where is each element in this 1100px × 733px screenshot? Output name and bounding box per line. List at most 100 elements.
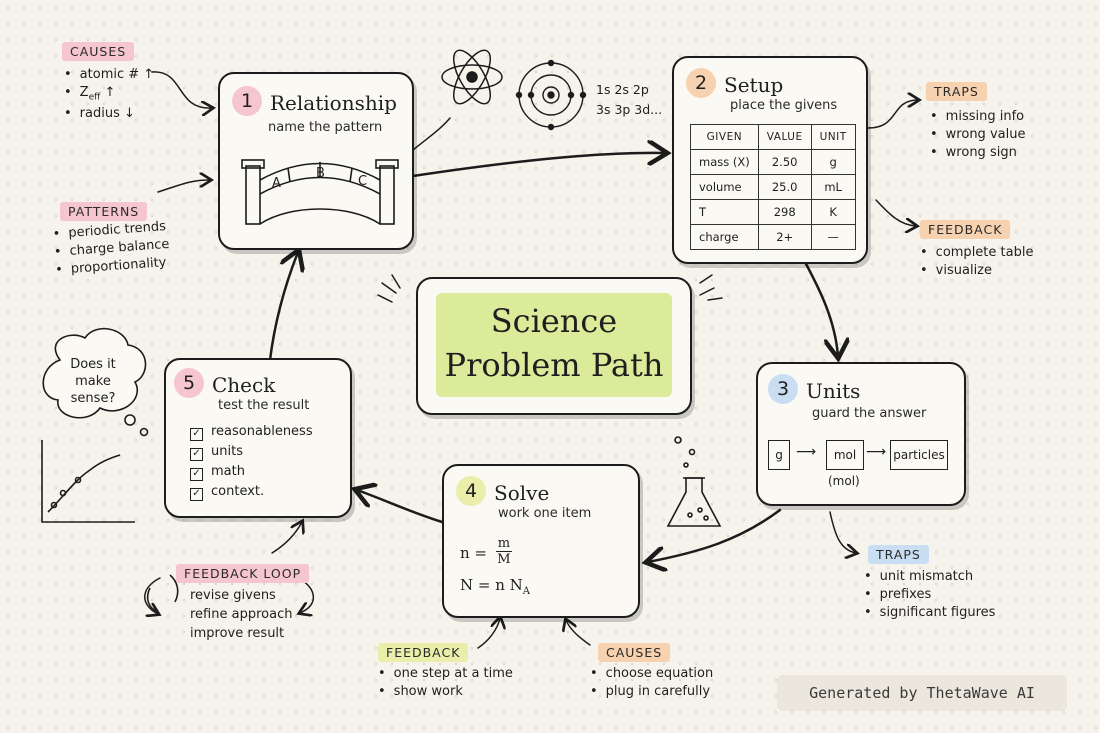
cycle-icon <box>146 574 179 613</box>
step-4-subtitle: work one item <box>498 506 592 521</box>
equation-lhs: n = <box>460 543 487 562</box>
list-item: prefixes <box>864 587 995 602</box>
traps-list-bottom: unit mismatch prefixes significant figur… <box>864 566 996 623</box>
table-row: charge 2+ — <box>690 224 856 250</box>
table-header-value: VALUE <box>757 124 812 150</box>
traps-tag-bottom: TRAPS <box>868 545 929 564</box>
feedback-tag: FEEDBACK <box>920 220 1011 239</box>
causes-list: atomic # ↑ Zeff ↑ radius ↓ <box>64 64 155 124</box>
table-cell: T <box>690 199 759 225</box>
traps-tag: TRAPS <box>926 82 987 101</box>
atom-icon <box>441 49 503 105</box>
step-1-number: 1 <box>232 86 262 116</box>
checkbox-checked-icon: ✓ <box>190 428 203 441</box>
step-2-card[interactable]: 2 Setup place the givens GIVEN VALUE UNIT… <box>672 56 868 264</box>
bridge-icon <box>241 159 399 225</box>
check-item[interactable]: ✓ math <box>190 464 313 481</box>
step-5-title: Check <box>212 372 276 397</box>
equation-particles-text: N = n N <box>460 576 523 594</box>
list-item: wrong value <box>930 127 1026 142</box>
equation-denominator: M <box>497 552 511 567</box>
checkbox-checked-icon: ✓ <box>190 468 203 481</box>
check-item-label: context. <box>211 484 265 499</box>
checkbox-checked-icon: ✓ <box>190 448 203 461</box>
arrow-2-to-3 <box>803 260 838 356</box>
check-item[interactable]: ✓units <box>190 444 313 461</box>
list-item: unit mismatch <box>864 569 995 584</box>
table-header-given: GIVEN <box>690 124 759 150</box>
step-3-title: Units <box>806 378 861 403</box>
checkbox-checked-icon: ✓ <box>190 488 203 501</box>
title-card: Science Problem Path <box>416 277 692 415</box>
graph-doodle <box>41 440 135 523</box>
unit-box-mol: mol <box>826 440 864 470</box>
step-2-title: Setup <box>724 72 784 97</box>
table-cell: g <box>810 149 856 175</box>
traps-list: missing info wrong value wrong sign <box>930 106 1026 163</box>
list-item: revise givens <box>190 588 276 603</box>
arrow-3-to-4 <box>648 508 782 562</box>
table-cell: K <box>810 199 856 225</box>
check-item[interactable]: ✓ context. <box>190 484 313 501</box>
table-header-unit: UNIT <box>810 124 856 150</box>
feedback-loop-tag: FEEDBACK LOOP <box>176 564 310 583</box>
list-item: complete table <box>920 245 1034 260</box>
check-item-label: math <box>211 464 245 479</box>
step-5-number: 5 <box>174 368 204 398</box>
step-4-number: 4 <box>456 476 486 506</box>
step-1-title: Relationship <box>270 90 397 115</box>
title-highlight <box>436 293 672 397</box>
table-row: T 298 K <box>690 199 856 225</box>
unit-box-grams: g <box>768 440 790 470</box>
list-item: refine approach <box>190 607 293 622</box>
bridge-label-b: B <box>316 166 325 181</box>
list-item: wrong sign <box>930 145 1025 160</box>
patterns-tag: PATTERNS <box>60 202 148 221</box>
causes-tag-bottom: CAUSES <box>598 643 671 662</box>
arrow-4-to-5 <box>357 490 444 524</box>
table-row: volume 25.0 mL <box>690 174 856 200</box>
feedback-list: complete table visualize <box>920 242 1034 281</box>
table-cell: mass (X) <box>690 149 759 175</box>
list-item: significant figures <box>864 605 996 620</box>
causes-list-bottom: choose equation plug in carefully <box>590 663 714 702</box>
list-item: improve result <box>190 626 285 641</box>
title-line-2: Problem Path <box>444 346 664 384</box>
list-item: plug in carefully <box>590 684 713 699</box>
arrow-right-icon: ⟶ <box>796 444 817 460</box>
equation-moles: n = m M <box>460 536 513 567</box>
check-item[interactable]: ✓ reasonableness <box>190 424 313 441</box>
step-3-subtitle: guard the answer <box>812 406 927 421</box>
table-row: mass (X) 2.50 g <box>690 149 856 175</box>
table-cell: 25.0 <box>757 174 812 200</box>
patterns-list: periodic trends charge balance proportio… <box>52 216 171 281</box>
page-title: Science Problem Path <box>418 299 690 387</box>
orbital-notation: 1s 2s 2p 3s 3p 3d... <box>596 82 663 117</box>
table-cell: charge <box>690 224 759 250</box>
step-2-number: 2 <box>686 68 716 98</box>
step-3-number: 3 <box>768 374 798 404</box>
causes-tag: CAUSES <box>62 42 135 61</box>
check-list: ✓ reasonableness ✓units ✓ math ✓ context. <box>190 420 313 504</box>
step-2-subtitle: place the givens <box>730 98 838 113</box>
list-item: missing info <box>930 109 1025 124</box>
equation-numerator: m <box>495 536 513 552</box>
arrow-1-to-2 <box>411 153 665 178</box>
bridge-label-c: C <box>358 174 368 189</box>
flask-icon <box>666 436 722 527</box>
feedback-tag-bottom: FEEDBACK <box>378 643 469 662</box>
step-4-title: Solve <box>494 480 550 505</box>
check-item-label: reasonableness <box>211 424 313 439</box>
unit-box-particles: particles <box>890 440 948 470</box>
list-item: choose equation <box>590 666 714 681</box>
list-item: atomic # ↑ <box>64 67 155 82</box>
list-item: radius ↓ <box>64 106 154 121</box>
watermark: Generated by ThetaWave AI <box>777 675 1067 711</box>
table-cell: volume <box>690 174 759 200</box>
thought-bubble <box>42 327 149 437</box>
